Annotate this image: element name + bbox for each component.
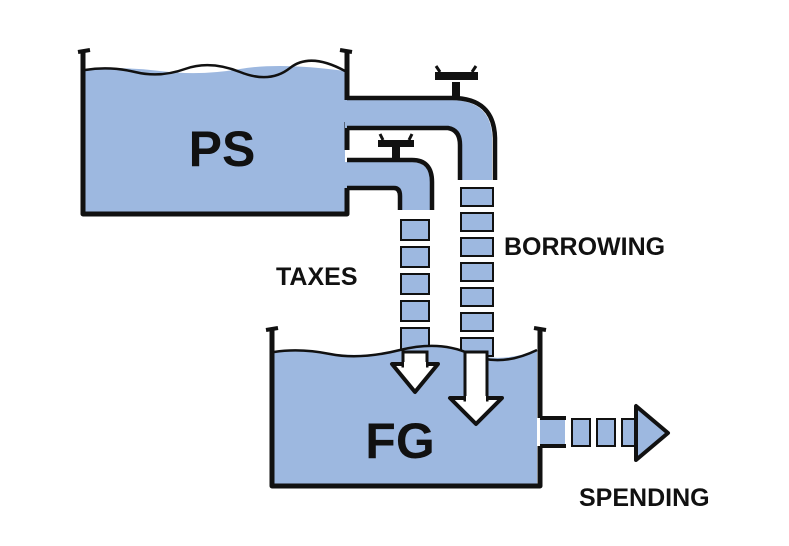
- spending-flow: [540, 404, 670, 462]
- spending-label: SPENDING: [579, 484, 710, 512]
- lower-tank-label: FG: [365, 413, 434, 469]
- upper-tank: [77, 48, 353, 217]
- spending-arrow: [634, 404, 670, 462]
- borrowing-pipe: [345, 65, 498, 180]
- taxes-pipe: [345, 133, 435, 210]
- borrowing-label: BORROWING: [504, 233, 665, 261]
- taxes-label: TAXES: [276, 263, 358, 291]
- lower-tank: [265, 326, 547, 489]
- upper-tank-label: PS: [189, 121, 256, 177]
